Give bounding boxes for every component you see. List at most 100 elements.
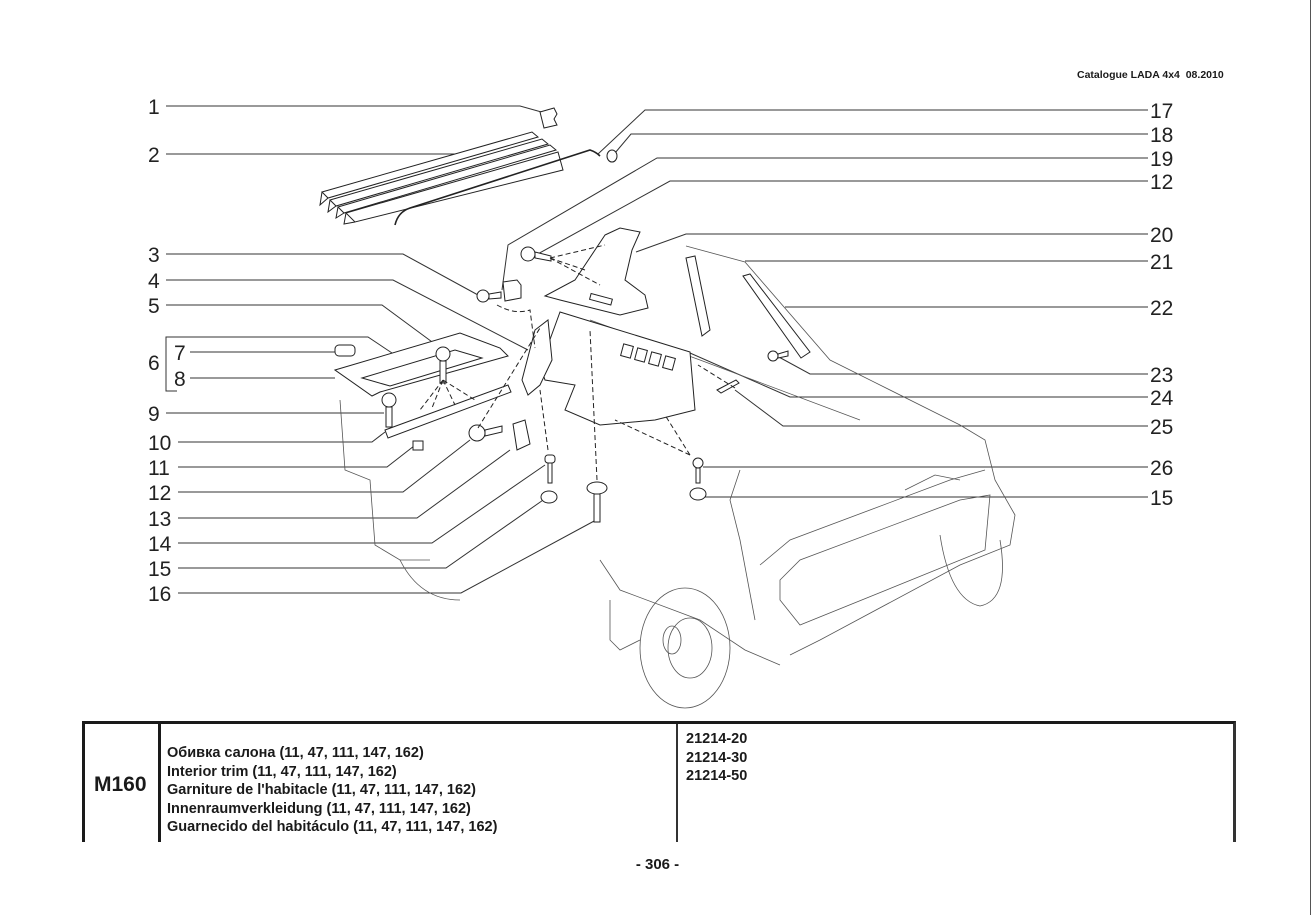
leader-lines [165,105,1148,594]
leader-19 [501,157,1148,291]
part-10-sill [384,384,512,439]
callout-7: 7 [174,342,186,365]
part-16-screw [586,481,608,495]
assembly-arrows [419,244,736,481]
part-17-rod [394,149,601,226]
part-21-strip [685,255,711,337]
part-12-screw-upper [520,246,536,262]
leader-25 [734,389,1148,427]
catalogue-header: Catalogue LADA 4x4 08.2010 [1077,69,1224,81]
part-12-screw-lower [468,424,486,442]
parts [319,107,811,523]
callout-25: 25 [1150,416,1173,439]
part-15-washer [540,490,558,504]
description-en: Interior trim (11, 47, 111, 147, 162) [167,763,397,780]
leader-20 [635,233,1148,253]
callout-5: 5 [148,295,160,318]
callout-4: 4 [148,270,160,293]
leader-11 [178,445,415,468]
part-19-nut [502,279,522,302]
leader-12 [178,439,471,493]
callout-1: 1 [148,96,160,119]
part-11-clip [412,440,424,451]
leader-24 [689,352,1148,398]
part-1-clip [539,107,558,129]
section-code-cell: M160 [85,724,161,842]
part-20-pillar [543,227,649,316]
car-outline [339,245,1016,709]
leader-5 [166,304,444,351]
callout-21: 21 [1150,251,1173,274]
callout-23: 23 [1150,364,1173,387]
part-2-strip [319,131,564,225]
leader-23 [776,355,1148,375]
part-3-screw [476,289,490,303]
callout-3: 3 [148,244,160,267]
leader-13 [178,449,511,519]
model-code: 21214-50 [686,768,748,785]
leader-3 [166,253,479,296]
part-6-shelf [333,332,509,397]
leader-14 [178,464,546,544]
part-18-plug [606,149,618,163]
group-bracket [165,336,177,392]
leader-15 [178,497,547,569]
callout-6: 6 [148,352,160,375]
callout-12: 12 [148,482,171,505]
callout-12-right: 12 [1150,171,1173,194]
part-3-screw-shank [488,291,502,300]
part-13-cover [512,419,531,451]
part-23-screw [767,350,779,362]
part-7-plug [334,344,356,357]
description-de: Innenraumverkleidung (11, 47, 111, 147, … [167,800,471,817]
page-edge [1310,0,1311,915]
callout-2: 2 [148,144,160,167]
part-15b-washer [689,487,707,501]
description-ru: Обивка салона (11, 47, 111, 147, 162) [167,745,424,761]
section-code: M160 [94,773,147,796]
model-code: 21214-20 [686,731,748,747]
callout-15: 15 [148,558,171,581]
part-20-vent [588,292,613,306]
part-14-screw [544,454,556,464]
description-fr: Garniture de l'habitacle (11, 47, 111, 1… [167,782,476,799]
callouts-right: 17 18 19 12 20 21 22 23 24 25 26 15 [1150,100,1174,510]
leader-12b [535,180,1148,256]
callout-11: 11 [148,457,170,480]
callout-8: 8 [174,368,186,391]
callout-14: 14 [148,533,172,556]
callout-13: 13 [148,508,171,531]
callout-9: 9 [148,403,160,426]
part-9-screw [381,392,397,408]
part-5-screw [435,346,451,362]
callout-18: 18 [1150,124,1173,147]
callout-10: 10 [148,432,171,455]
callout-16: 16 [148,583,171,606]
description-cell: Обивка салона (11, 47, 111, 147, 162) In… [161,724,678,842]
leader-6 [177,336,393,354]
leader-10 [178,431,386,443]
leader-16 [178,519,597,594]
part-24-panel [539,311,696,426]
callout-15-right: 15 [1150,487,1173,510]
leader-4 [166,279,529,351]
part-24-vents [620,343,676,371]
exploded-diagram: 1 2 3 4 5 6 7 8 9 10 11 12 13 14 15 16 1… [148,96,1174,709]
callout-24: 24 [1150,387,1174,410]
leader-18 [614,133,1148,154]
callout-20: 20 [1150,224,1173,247]
part-22-strip [742,273,811,359]
description-es: Guarnecido del habitáculo (11, 47, 111, … [167,819,498,836]
model-code: 21214-30 [686,749,748,766]
leader-17 [597,109,1148,155]
models-cell: 21214-20 21214-30 21214-50 [678,724,1233,842]
part-26-screw [692,457,704,469]
part-4-side [521,319,553,396]
callouts-left: 1 2 3 4 5 6 7 8 9 10 11 12 13 14 15 16 [148,96,186,606]
leader-1 [166,105,546,114]
callout-22: 22 [1150,297,1173,320]
callout-17: 17 [1150,100,1173,123]
callout-26: 26 [1150,457,1173,480]
info-table: M160 Обивка салона (11, 47, 111, 147, 16… [82,721,1236,842]
callout-19: 19 [1150,148,1173,171]
